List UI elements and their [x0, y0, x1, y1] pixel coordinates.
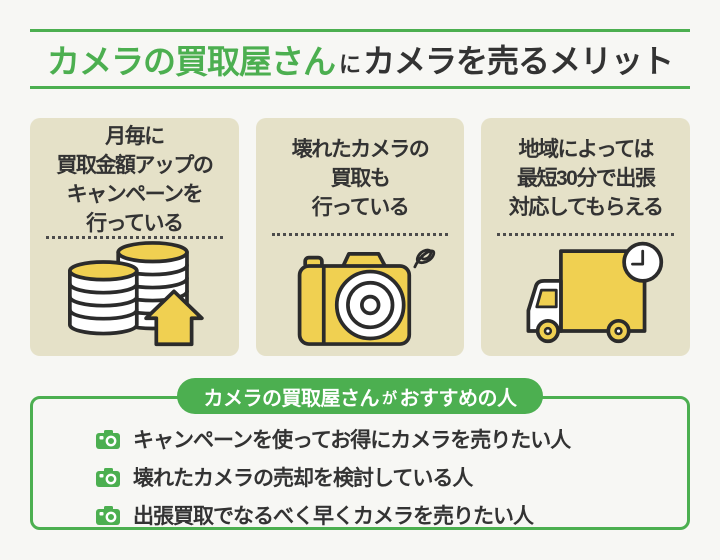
list-item-text: 壊れたカメラの売却を検討している人 [133, 467, 473, 490]
badge-prefix-text: カメラの買取屋さん [203, 387, 379, 410]
merit-card-text: 壊れたカメラの 買取も 行っている [291, 138, 430, 219]
camera-bullet-icon [96, 506, 120, 525]
merit-cards: 月毎に 買取金額アップの キャンペーンを 行っている [30, 118, 691, 356]
merit-card-text: 地域によっては 最短30分で出張 対応してもらえる [508, 138, 664, 219]
recommend-box: キャンペーンを使ってお得にカメラを売りたい人 壊れたカメラの売却を検討している人… [30, 396, 690, 530]
merit-card-home-visit: 地域によっては 最短30分で出張 対応してもらえる [481, 118, 691, 356]
dotted-divider [497, 233, 675, 236]
merit-card-campaign: 月毎に 買取金額アップの キャンペーンを 行っている [30, 118, 239, 356]
list-item-text: 出張買取でなるべく早くカメラを売りたい人 [133, 505, 534, 528]
delivery-truck-clock-icon [495, 236, 676, 348]
list-item: キャンペーンを使ってお得にカメラを売りたい人 [95, 424, 677, 454]
badge-rest-text: おすすめの人 [399, 387, 518, 410]
broken-camera-icon [270, 236, 451, 348]
dotted-divider [271, 233, 449, 236]
list-item: 壊れたカメラの売却を検討している人 [95, 462, 677, 492]
merit-card-text: 月毎に 買取金額アップの キャンペーンを 行っている [56, 125, 213, 235]
merit-card-broken-camera: 壊れたカメラの 買取も 行っている [255, 118, 465, 356]
title-brand-text: カメラの買取屋さん [46, 43, 336, 80]
title-connector-text: に [338, 52, 361, 77]
dotted-divider [46, 236, 223, 239]
list-item: 出張買取でなるべく早くカメラを売りたい人 [95, 500, 677, 530]
recommend-section: カメラの買取屋さん が おすすめの人 キャンペーンを使ってお得にカメラを売りたい… [30, 378, 690, 530]
coin-stacks-up-arrow-icon [44, 239, 225, 351]
list-item-text: キャンペーンを使ってお得にカメラを売りたい人 [133, 429, 571, 452]
camera-bullet-icon [96, 468, 120, 487]
page-title: カメラの買取屋さん に カメラを売るメリット [30, 29, 690, 89]
title-rest-text: カメラを売るメリット [363, 43, 674, 79]
camera-bullet-icon [96, 430, 120, 449]
badge-connector-text: が [381, 390, 397, 407]
recommend-badge: カメラの買取屋さん が おすすめの人 [177, 378, 543, 414]
